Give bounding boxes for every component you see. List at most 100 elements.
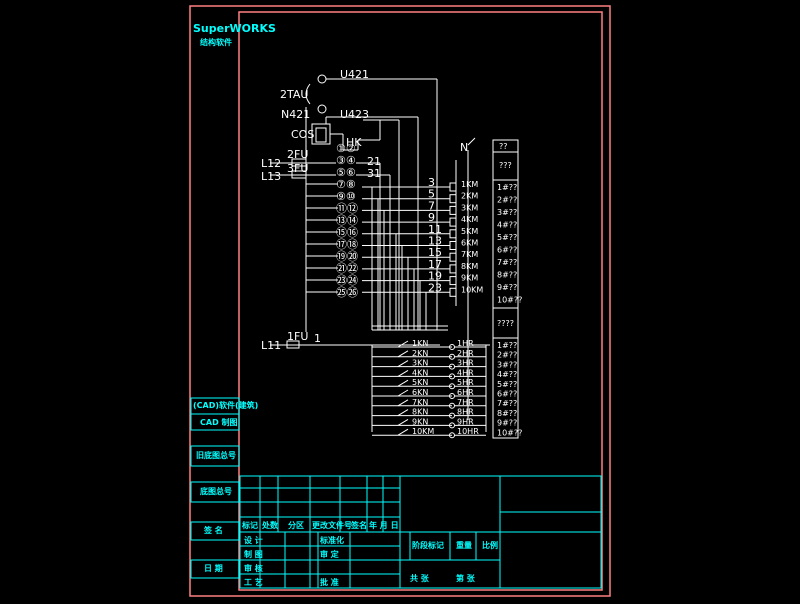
label-cos: COS xyxy=(291,128,314,141)
right-col-item2-7: 7#?? xyxy=(497,399,517,408)
right-col-second: ??? xyxy=(499,161,512,170)
label-hk: HK xyxy=(346,136,362,149)
tb-weight: 重量 xyxy=(456,540,472,550)
indicator-contact-2 xyxy=(397,350,409,358)
hr-label-6: 6HR xyxy=(457,388,474,397)
right-col-item-10: 10#?? xyxy=(497,296,522,305)
indicator-contact-6 xyxy=(397,389,409,397)
hr-label-2: 2HR xyxy=(457,349,474,358)
relay-coil-9 xyxy=(449,276,457,286)
right-col-item2-4: 4#?? xyxy=(497,370,517,379)
tb-sheet-no: 第 张 xyxy=(456,573,476,583)
terminal-pair-3: ⑤⑥ xyxy=(336,166,356,179)
relay-coil-10 xyxy=(449,287,457,297)
relay-label-4: 4KM xyxy=(461,215,478,224)
kn-label-3: 3KN xyxy=(412,359,428,368)
tb-h5: 签名 xyxy=(350,520,367,530)
kn-label-4: 4KN xyxy=(412,368,428,377)
tb-check2: 审 定 xyxy=(320,549,339,559)
right-col-top: ?? xyxy=(499,142,508,151)
outer-frame xyxy=(189,5,611,597)
tb-design: 设 计 xyxy=(244,535,263,545)
hr-label-1: 1HR xyxy=(457,339,474,348)
right-col-item-2: 2#?? xyxy=(497,196,517,205)
wire-number-6: 13 xyxy=(428,235,442,248)
tb-approve: 批 准 xyxy=(320,577,339,587)
label-l12: L12 xyxy=(261,157,281,170)
schematic-wiring xyxy=(270,74,490,432)
label-l11: L11 xyxy=(261,339,281,352)
label-n: N xyxy=(460,141,468,154)
label-2fu: 2FU xyxy=(287,148,308,161)
terminal-pair-12: ㉓㉔ xyxy=(336,274,358,287)
right-col-item2-9: 9#?? xyxy=(497,419,517,428)
wire-number-7: 15 xyxy=(428,246,442,259)
terminal-pair-10: ⑲⑳ xyxy=(336,250,358,263)
relay-coil-2 xyxy=(449,194,457,204)
right-col-item2-1: 1#?? xyxy=(497,341,517,350)
label-3fu: 3FU xyxy=(287,162,308,175)
right-col-items2: 1#??2#??3#??4#??5#??6#??7#??8#??9#??10#?… xyxy=(497,341,522,437)
relay-coil-1 xyxy=(449,182,457,192)
tb-std: 标准化 xyxy=(319,535,344,545)
tb-h3: 分区 xyxy=(288,520,304,530)
tb-stage-mark: 阶段标记 xyxy=(412,540,444,550)
indicator-lamp-3 xyxy=(449,363,455,370)
kn-label-1: 1KN xyxy=(412,339,428,348)
kn-label-6: 6KN xyxy=(412,388,428,397)
terminal-pair-11: ㉑㉒ xyxy=(336,262,358,275)
terminal-pair-1: ①② xyxy=(336,142,356,155)
terminal-pair-8: ⑮⑯ xyxy=(336,226,358,239)
terminal-pair-4: ⑦⑧ xyxy=(336,178,356,191)
label-2tau: 2TAU xyxy=(280,88,308,101)
indicator-contact-10 xyxy=(397,428,409,436)
tb-sheets: 共 张 xyxy=(410,573,430,583)
label-one: 1 xyxy=(314,332,321,345)
right-col-item-9: 9#?? xyxy=(497,283,517,292)
right-col-item2-10: 10#?? xyxy=(497,428,522,437)
tb-h1: 标记 xyxy=(241,520,258,530)
terminal-pair-13: ㉕㉖ xyxy=(336,286,358,299)
left-panel-r5: 签 名 xyxy=(203,525,223,535)
terminal-pair-9: ⑰⑱ xyxy=(336,238,358,251)
relay-coil-5 xyxy=(449,229,457,239)
tb-process: 工 艺 xyxy=(244,577,263,587)
tb-drawn: 制 图 xyxy=(244,549,263,559)
wire-number-10: 23 xyxy=(428,281,442,294)
label-l13: L13 xyxy=(261,170,281,183)
logo-brand: SuperWORKS xyxy=(193,22,276,35)
indicator-lamp-4 xyxy=(449,373,455,380)
terminal-pair-5: ⑨⑩ xyxy=(336,190,356,203)
tb-h4: 更改文件号 xyxy=(312,520,352,530)
indicator-contact-1 xyxy=(397,340,409,348)
right-col-items: 1#??2#??3#??4#??5#??6#??7#??8#??9#??10#?… xyxy=(497,183,522,305)
title-block xyxy=(239,475,602,589)
hr-label-10: 10HR xyxy=(457,427,479,436)
label-n421: N421 xyxy=(281,108,310,121)
left-panel-r1: (CAD)软件(建筑) xyxy=(193,400,258,410)
indicator-lamp-5 xyxy=(449,383,455,390)
label-u423: U423 xyxy=(340,108,369,121)
right-col-item-8: 8#?? xyxy=(497,271,517,280)
kn-label-10: 10KM xyxy=(412,427,434,436)
wire-number-2: 5 xyxy=(428,188,435,201)
relay-label-5: 5KM xyxy=(461,227,478,236)
relay-coil-3 xyxy=(449,205,457,215)
left-panel xyxy=(190,397,240,579)
indicator-contact-3 xyxy=(397,360,409,368)
tb-review: 审 核 xyxy=(244,563,263,573)
logo-sub: 结构软件 xyxy=(200,37,232,47)
right-col-item-1: 1#?? xyxy=(497,183,517,192)
right-col-item-6: 6#?? xyxy=(497,246,517,255)
relay-coil-7 xyxy=(449,252,457,262)
relay-label-2: 2KM xyxy=(461,192,478,201)
relay-label-8: 8KM xyxy=(461,262,478,271)
wire-number-5: 11 xyxy=(428,223,442,236)
hr-label-3: 3HR xyxy=(457,359,474,368)
label-u421: U421 xyxy=(340,68,369,81)
indicator-lamp-7 xyxy=(449,402,455,409)
